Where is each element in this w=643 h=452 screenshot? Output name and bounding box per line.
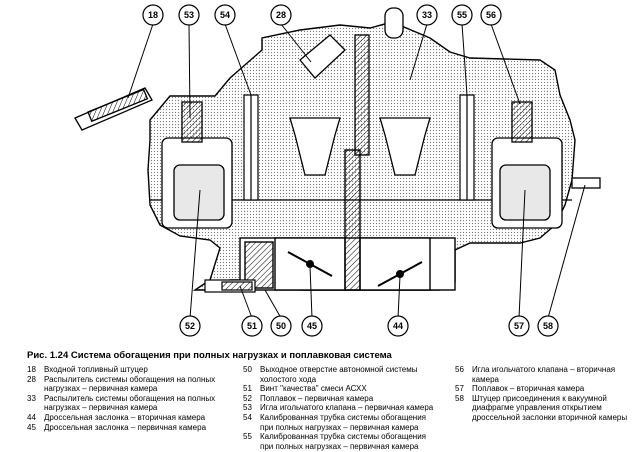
legend-item: 57 Поплавок – вторичная камера — [455, 384, 627, 394]
idle-screw — [204, 279, 256, 293]
legend-number: 57 — [455, 384, 464, 394]
legend-number: 44 — [27, 412, 36, 422]
legend-number: 51 — [243, 384, 252, 394]
callout-circles — [142, 4, 559, 337]
legend-item: 45 Дроссельная заслонка – первичная камер… — [27, 423, 215, 433]
legend-text: Винт "качества" смеси АСХХ — [260, 384, 367, 394]
legend-text: Распылитель системы обогащения на полных… — [44, 393, 216, 413]
venturi-primary — [289, 117, 341, 176]
legend-item: 52 Поплавок – первичная камера — [243, 394, 433, 404]
legend-text: Калиброванная трубка системы обогащения … — [260, 412, 427, 432]
legend-number: 50 — [243, 365, 252, 374]
callout-50: 50 — [276, 321, 286, 331]
legend-number: 53 — [243, 403, 252, 413]
enrichment-tube-secondary — [459, 94, 475, 201]
legend-text: Штуцер присоединения к вакуумной диафраг… — [472, 393, 628, 422]
legend-item: 56 Игла игольчатого клапана – вторичная к… — [455, 365, 627, 384]
callout-51: 51 — [247, 321, 257, 331]
legend-text: Выходное отверстие автономной системы хо… — [260, 365, 418, 384]
legend-text: Игла игольчатого клапана – первичная кам… — [260, 403, 434, 413]
enrichment-tube-primary — [243, 94, 259, 201]
legend-item: 55 Калиброванная трубка системы обогащени… — [243, 432, 433, 451]
callout-45: 45 — [307, 321, 317, 331]
leader-lines — [127, 23, 586, 319]
legend-number: 54 — [243, 412, 252, 422]
carburetor-cutaway-diagram: 18 53 54 28 33 55 56 52 51 50 45 44 57 5… — [74, 4, 601, 337]
callout-53: 53 — [184, 10, 194, 20]
legend-number: 28 — [27, 374, 36, 384]
legend-number: 18 — [27, 365, 36, 374]
legend-column-2: 50 Выходное отверстие автономной системы … — [243, 365, 433, 451]
callout-58: 58 — [543, 321, 553, 331]
legend-column-3: 56 Игла игольчатого клапана – вторичная к… — [455, 365, 627, 423]
callout-labels: 18 53 54 28 33 55 56 52 51 50 45 44 57 5… — [148, 10, 553, 331]
legend-number: 52 — [243, 393, 252, 403]
float-chamber-secondary — [491, 101, 563, 229]
legend-item: 33 Распылитель системы обогащения на полн… — [27, 394, 215, 413]
legend-text: Поплавок – вторичная камера — [472, 384, 585, 394]
legend-text: Дроссельная заслонка – вторичная камера — [44, 412, 206, 422]
fuel-inlet-fitting — [74, 87, 153, 131]
callout-18: 18 — [148, 10, 158, 20]
callout-57: 57 — [514, 321, 524, 331]
legend-item: 50 Выходное отверстие автономной системы … — [243, 365, 433, 384]
legend-number: 56 — [455, 365, 464, 374]
callout-56: 56 — [486, 10, 496, 20]
legend-text: Калиброванная трубка системы обогащения … — [260, 432, 427, 451]
legend-number: 58 — [455, 393, 464, 403]
callout-52: 52 — [185, 321, 195, 331]
legend-text: Игла игольчатого клапана – вторичная кам… — [472, 365, 616, 384]
legend-number: 33 — [27, 393, 36, 403]
callout-33: 33 — [422, 10, 432, 20]
venturi-secondary — [379, 117, 431, 176]
callout-55: 55 — [457, 10, 467, 20]
carburetor-body — [147, 21, 576, 291]
callout-54: 54 — [220, 10, 230, 20]
legend-number: 45 — [27, 422, 36, 432]
float-chamber-primary — [161, 101, 233, 229]
legend-item: 54 Калиброванная трубка системы обогащени… — [243, 413, 433, 432]
figure-caption: Рис. 1.24 Система обогащения при полных … — [27, 350, 392, 361]
legend-item: 53 Игла игольчатого клапана – первичная к… — [243, 403, 433, 413]
legend-number: 55 — [243, 432, 252, 442]
legend-text: Распылитель системы обогащения на полных… — [44, 374, 216, 394]
callout-44: 44 — [393, 321, 403, 331]
legend-text: Входной топливный штуцер — [44, 365, 148, 374]
vacuum-fitting — [571, 177, 601, 189]
callout-28: 28 — [276, 10, 286, 20]
central-post — [299, 7, 404, 156]
legend-item: 18 Входной топливный штуцер — [27, 365, 215, 375]
legend-text: Поплавок – первичная камера — [260, 393, 374, 403]
legend-item: 58 Штуцер присоединения к вакуумной диафр… — [455, 394, 627, 423]
legend-text: Дроссельная заслонка – первичная камера — [44, 422, 207, 432]
legend-item: 44 Дроссельная заслонка – вторичная камер… — [27, 413, 215, 423]
legend-item: 51 Винт "качества" смеси АСХХ — [243, 384, 433, 394]
legend-item: 28 Распылитель системы обогащения на полн… — [27, 375, 215, 394]
